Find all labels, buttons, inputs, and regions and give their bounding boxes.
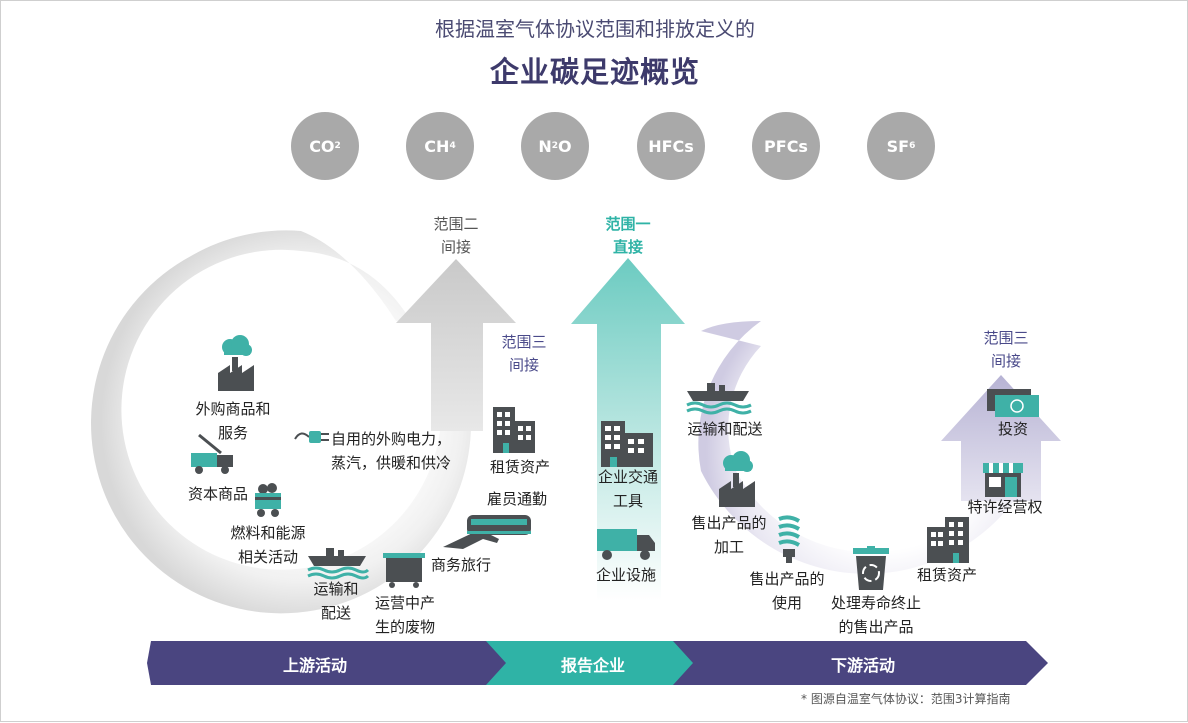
scope1-line2: 直接: [612, 238, 643, 256]
upstream-leased-label: 租赁资产: [489, 458, 550, 476]
gas-sf6-base: SF: [886, 136, 910, 156]
downstream-transport-label: 运输和配送: [687, 420, 763, 438]
gas-pfcs: PFCs: [752, 112, 820, 180]
scope2-line1: 范围二: [433, 215, 479, 233]
use-line1: 售出产品的: [749, 570, 825, 588]
upstream-band-label: 上游活动: [283, 656, 348, 675]
scope1-line1: 范围一: [605, 215, 651, 233]
vehicles-line1: 企业交通: [597, 468, 658, 486]
crane-truck-icon: [191, 433, 233, 474]
company-band-label: 报告企业: [561, 656, 626, 675]
use-line2: 使用: [771, 594, 802, 612]
gas-ch4-base: CH: [424, 136, 450, 156]
vehicles-label: 企业交通 工具: [583, 465, 673, 513]
electricity-line1: 自用的外购电力，: [331, 430, 452, 448]
downstream-band-label: 下游活动: [831, 656, 896, 675]
delivery-truck-icon: [597, 529, 655, 560]
end-of-life-label: 处理寿命终止 的售出产品: [819, 591, 933, 639]
gas-ch4-sub: 4: [449, 141, 456, 151]
fuel-energy-line2: 相关活动: [237, 548, 298, 566]
money-icon: [987, 389, 1039, 417]
scope3-upstream-line1: 范围三: [501, 333, 547, 351]
gas-pfcs-base: PFCs: [764, 136, 808, 156]
coal-cart-icon: [255, 483, 281, 517]
diagram-subtitle: 根据温室气体协议范围和排放定义的: [435, 17, 755, 41]
scope3-downstream-line1: 范围三: [983, 329, 1029, 347]
scope3-downstream-arrow-head: [941, 375, 1061, 501]
investments-label: 投资: [997, 420, 1028, 438]
gas-n2o-base: N: [538, 136, 552, 156]
ship-icon: [307, 548, 370, 580]
end-of-life-line1: 处理寿命终止: [830, 594, 921, 612]
business-travel-label: 商务旅行: [430, 556, 491, 574]
use-label: 售出产品的 使用: [739, 567, 835, 615]
scope3-upstream-line2: 间接: [508, 356, 539, 374]
downstream-leased-label: 租赁资产: [916, 566, 977, 584]
franchises-label: 特许经营权: [967, 498, 1043, 516]
ship-downstream-icon: [686, 383, 752, 415]
gas-n2o-sub: 2: [551, 141, 559, 151]
scope2-arrow-head: [396, 259, 516, 431]
processing-label: 售出产品的 加工: [681, 511, 777, 559]
purchased-goods-label: 外购商品和 服务: [181, 397, 285, 445]
storefront-icon: [983, 463, 1023, 497]
upstream-band: [147, 641, 516, 685]
vehicles-line2: 工具: [612, 492, 643, 510]
fuel-energy-line1: 燃料和能源: [230, 524, 306, 542]
upstream-transport-line1: 运输和: [313, 580, 359, 598]
gas-sf6-sub: 6: [909, 141, 916, 151]
scope1-label: 范围一 直接: [593, 213, 663, 259]
leased-building-icon: [927, 517, 969, 563]
downstream-band: [673, 641, 1048, 685]
waste-line2: 生的废物: [374, 618, 435, 636]
gas-co2-base: CO: [309, 136, 335, 156]
processing-line2: 加工: [713, 538, 744, 556]
scope2-label: 范围二 间接: [421, 213, 491, 259]
upstream-transport-line2: 配送: [320, 604, 351, 622]
electricity-label: 自用的外购电力， 蒸汽，供暖和供冷: [331, 427, 471, 475]
processing-factory-icon: [719, 451, 755, 507]
upstream-transport-label: 运输和 配送: [305, 577, 367, 625]
gas-hfcs-base: HFCs: [648, 136, 694, 156]
purchased-goods-line1: 外购商品和: [195, 400, 271, 418]
fuel-energy-label: 燃料和能源 相关活动: [223, 521, 313, 569]
processing-line1: 售出产品的: [691, 514, 767, 532]
source-note: * 图源自温室气体协议：范围3计算指南: [801, 692, 1011, 706]
purchased-goods-line2: 服务: [217, 424, 248, 442]
scope3-downstream-line2: 间接: [990, 352, 1021, 370]
electricity-line2: 蒸汽，供暖和供冷: [331, 454, 452, 472]
scope2-line2: 间接: [440, 238, 471, 256]
end-of-life-line2: 的售出产品: [838, 618, 914, 636]
diagram-title: 企业碳足迹概览: [489, 55, 700, 89]
scope3-upstream-label: 范围三 间接: [489, 331, 559, 377]
capital-goods-label: 资本商品: [187, 485, 248, 503]
factory-cloud-icon: [218, 335, 254, 391]
scope1-arrow: [571, 258, 685, 601]
scope3-downstream-label: 范围三 间接: [971, 327, 1041, 373]
facilities-label: 企业设施: [595, 566, 656, 584]
commuting-label: 雇员通勤: [486, 490, 547, 508]
recycle-bin-icon: [853, 546, 889, 590]
dumpster-icon: [383, 553, 425, 588]
waste-line1: 运营中产: [374, 594, 435, 612]
gas-hfcs: HFCs: [637, 112, 705, 180]
gas-n2o-tail: O: [558, 136, 572, 156]
company-band: [486, 641, 701, 685]
company-building-icon: [601, 421, 653, 467]
plane-train-icon: [443, 515, 531, 549]
waste-label: 运营中产 生的废物: [365, 591, 445, 639]
gas-co2-sub: 2: [334, 141, 341, 151]
power-plug-icon: [294, 431, 329, 443]
office-building-icon: [493, 407, 535, 453]
light-bulb-icon: [778, 515, 801, 563]
